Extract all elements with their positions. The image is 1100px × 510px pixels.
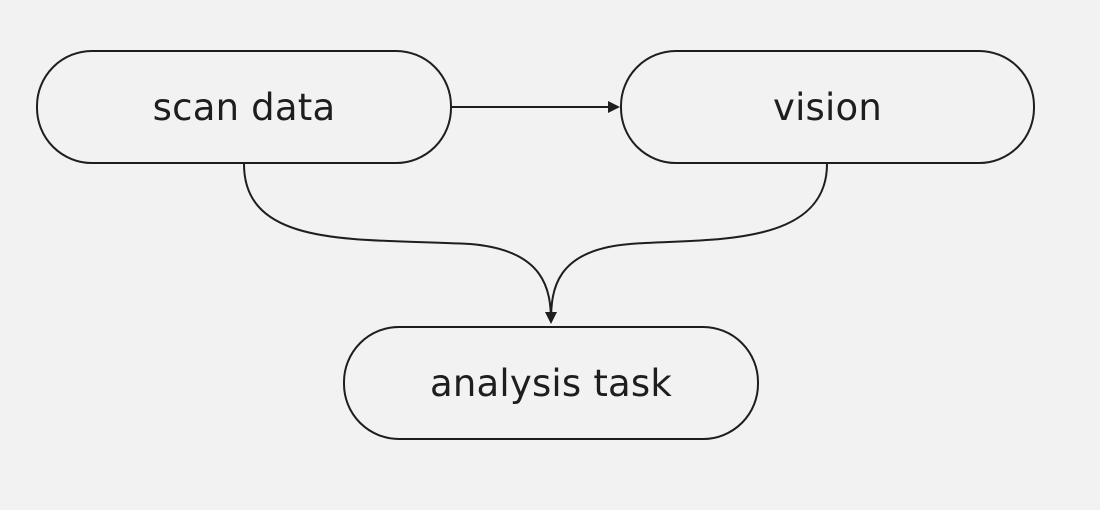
node-vision: vision — [620, 50, 1035, 164]
node-analysis-task: analysis task — [343, 326, 759, 440]
edge-scan-data-to-analysis-task — [243, 163, 557, 324]
node-scan-data: scan data — [36, 50, 452, 164]
node-scan-data-label: scan data — [152, 85, 336, 129]
edge-vision-to-analysis-task — [550, 163, 828, 323]
node-vision-label: vision — [772, 85, 883, 129]
node-analysis-task-label: analysis task — [429, 361, 673, 405]
